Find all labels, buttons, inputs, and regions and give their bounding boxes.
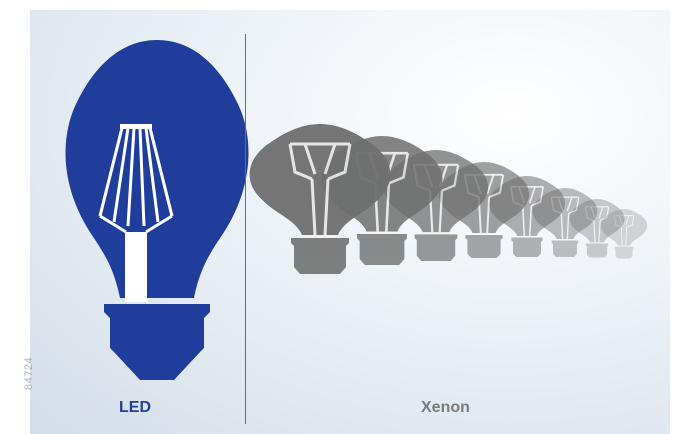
xenon-bulb-base [291, 238, 349, 274]
xenon-bulb-base [415, 234, 458, 261]
led-stem [125, 232, 147, 302]
xenon-bulb-base [465, 235, 502, 258]
xenon-bulb-row [250, 124, 648, 274]
xenon-bulb-base [357, 234, 407, 265]
xenon-label: Xenon [421, 399, 470, 417]
figure-number: 84724 [23, 357, 35, 390]
led-label: LED [119, 399, 151, 417]
divider-line [245, 34, 246, 424]
xenon-bulb-base [614, 247, 633, 259]
xenon-bulb-base [552, 240, 579, 257]
xenon-bulb-base [511, 238, 542, 257]
led-bulb-glass [66, 40, 249, 298]
xenon-bulb-base [586, 243, 609, 257]
led-bulb-icon [66, 40, 249, 380]
led-bulb-base [104, 304, 210, 380]
